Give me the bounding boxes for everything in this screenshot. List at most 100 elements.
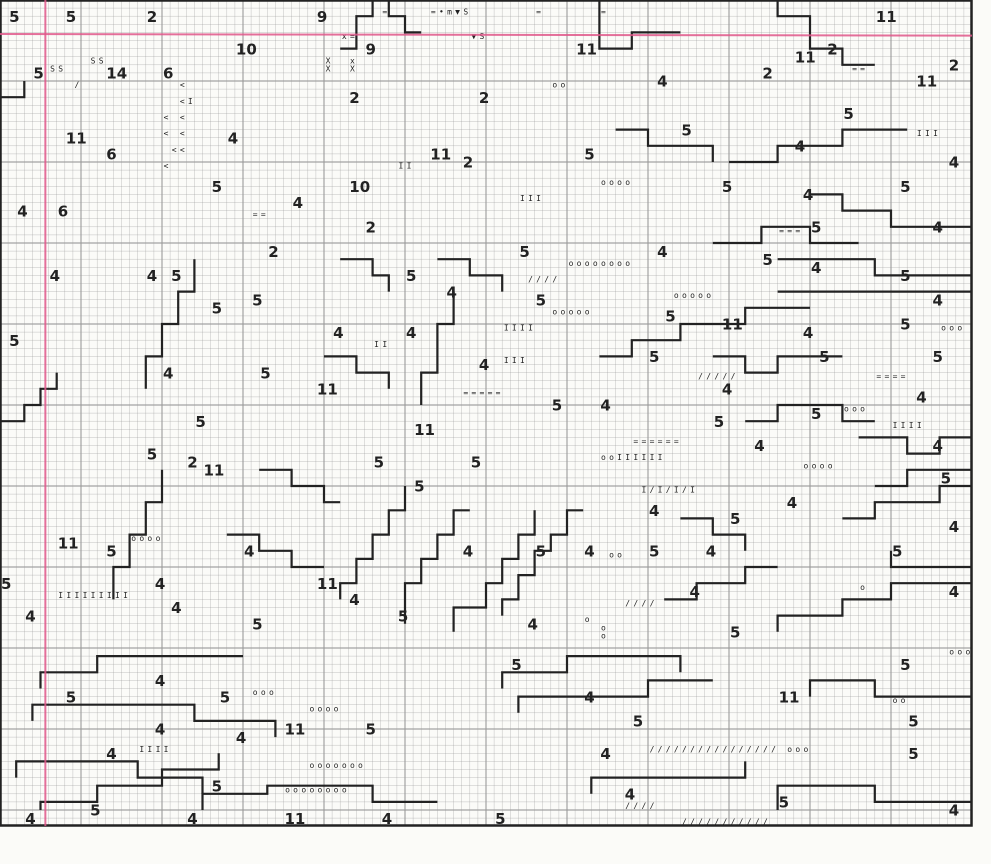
- stitch-symbol: I: [520, 194, 525, 203]
- stitch-symbol: o: [269, 688, 274, 697]
- stitch-symbol: /: [714, 372, 719, 381]
- stitch-symbol: o: [577, 307, 582, 316]
- stitch-symbol: I: [58, 591, 63, 600]
- stitch-symbol: /: [731, 372, 736, 381]
- stitch-symbol: o: [617, 178, 622, 187]
- stitch-symbol: I: [925, 129, 930, 138]
- stitch-symbol: m: [447, 8, 452, 17]
- color-number-label: 5: [762, 251, 772, 269]
- stitch-symbol: o: [803, 745, 808, 754]
- color-number-label: 5: [414, 478, 424, 496]
- stitch-symbol: o: [342, 761, 347, 770]
- region-outline: [712, 225, 859, 245]
- stitch-symbol: /: [714, 745, 719, 754]
- stitch-symbol: x: [342, 32, 347, 41]
- color-number-label: 2: [187, 453, 197, 471]
- stitch-symbol: <: [164, 113, 169, 122]
- color-number-label: 4: [155, 672, 165, 690]
- stitch-symbol: =: [666, 437, 671, 446]
- stitch-symbol: o: [585, 259, 590, 268]
- stitch-symbol: S: [99, 56, 104, 65]
- stitch-symbol: o: [585, 615, 590, 624]
- color-number-label: 5: [730, 624, 740, 642]
- stitch-symbol: I: [374, 340, 379, 349]
- color-number-label: 11: [795, 48, 816, 66]
- color-number-label: 5: [66, 688, 76, 706]
- color-number-label: 5: [843, 105, 853, 123]
- stitch-symbol: /: [739, 818, 744, 827]
- stitch-symbol: o: [552, 81, 557, 90]
- stitch-symbol: o: [957, 648, 962, 657]
- stitch-symbol: o: [601, 623, 606, 632]
- color-number-label: 2: [366, 219, 376, 237]
- color-number-label: 5: [90, 802, 100, 820]
- stitch-symbol: o: [131, 534, 136, 543]
- stitch-symbol: <: [164, 162, 169, 171]
- color-number-label: 4: [349, 591, 359, 609]
- color-number-label: 4: [600, 745, 610, 763]
- color-number-label: 11: [285, 721, 306, 739]
- stitch-symbol: I: [115, 591, 120, 600]
- region-outline: [31, 703, 277, 738]
- color-number-label: 5: [714, 413, 724, 431]
- stitch-symbol: I: [164, 745, 169, 754]
- stitch-symbol: /: [690, 745, 695, 754]
- stitch-symbol: o: [787, 745, 792, 754]
- color-number-label: 4: [933, 437, 943, 455]
- stitch-symbol: /: [747, 818, 752, 827]
- color-number-label: 11: [876, 8, 897, 26]
- chart-border: [0, 0, 973, 827]
- stitch-symbol: I: [536, 194, 541, 203]
- stitch-symbol: I: [528, 194, 533, 203]
- stitch-symbol: I: [398, 162, 403, 171]
- stitch-symbol: o: [812, 461, 817, 470]
- stitch-symbol: o: [309, 761, 314, 770]
- stitch-symbol: S: [91, 56, 96, 65]
- region-outline: [0, 81, 26, 99]
- stitch-symbol: =: [479, 388, 484, 397]
- color-number-label: 11: [317, 381, 338, 399]
- stitch-symbol: o: [625, 259, 630, 268]
- stitch-symbol: o: [965, 648, 970, 657]
- stitch-symbol: I: [139, 745, 144, 754]
- color-number-label: 4: [463, 543, 473, 561]
- stitch-symbol: /: [698, 818, 703, 827]
- region-outline: [842, 484, 972, 520]
- stitch-symbol: o: [317, 704, 322, 713]
- color-number-label: 4: [163, 364, 173, 382]
- stitch-symbol: =: [601, 8, 606, 17]
- color-number-label: 2: [479, 89, 489, 107]
- stitch-symbol: /: [633, 599, 638, 608]
- color-number-label: 4: [811, 259, 821, 277]
- stitch-symbol: o: [682, 291, 687, 300]
- color-number-label: 5: [900, 267, 910, 285]
- stitch-symbol: I: [901, 421, 906, 430]
- color-number-label: 4: [722, 381, 732, 399]
- stitch-symbol: I: [382, 340, 387, 349]
- color-number-label: 4: [25, 810, 35, 828]
- color-number-label: 4: [949, 802, 959, 820]
- stitch-symbol: I: [83, 591, 88, 600]
- color-number-label: 4: [447, 283, 457, 301]
- stitch-symbol: /: [698, 745, 703, 754]
- region-outline: [144, 259, 196, 389]
- color-number-label: 4: [236, 729, 246, 747]
- stitch-symbol: /: [544, 275, 549, 284]
- stitch-symbol: o: [317, 785, 322, 794]
- stitch-symbol: /: [698, 372, 703, 381]
- stitch-symbol: I: [74, 591, 79, 600]
- center-guide-lines: [0, 0, 973, 826]
- color-number-label: 5: [366, 721, 376, 739]
- region-outline: [889, 550, 972, 569]
- stitch-symbol: /: [755, 818, 760, 827]
- stitch-symbol: /: [682, 745, 687, 754]
- stitch-symbol: I: [650, 453, 655, 462]
- color-number-label: 5: [1, 575, 11, 593]
- region-outline: [324, 355, 390, 389]
- stitch-symbol: /: [731, 818, 736, 827]
- stitch-symbol: =: [884, 372, 889, 381]
- stitch-symbol: o: [261, 688, 266, 697]
- stitch-symbol: o: [941, 324, 946, 333]
- stitch-symbol: =: [795, 226, 800, 235]
